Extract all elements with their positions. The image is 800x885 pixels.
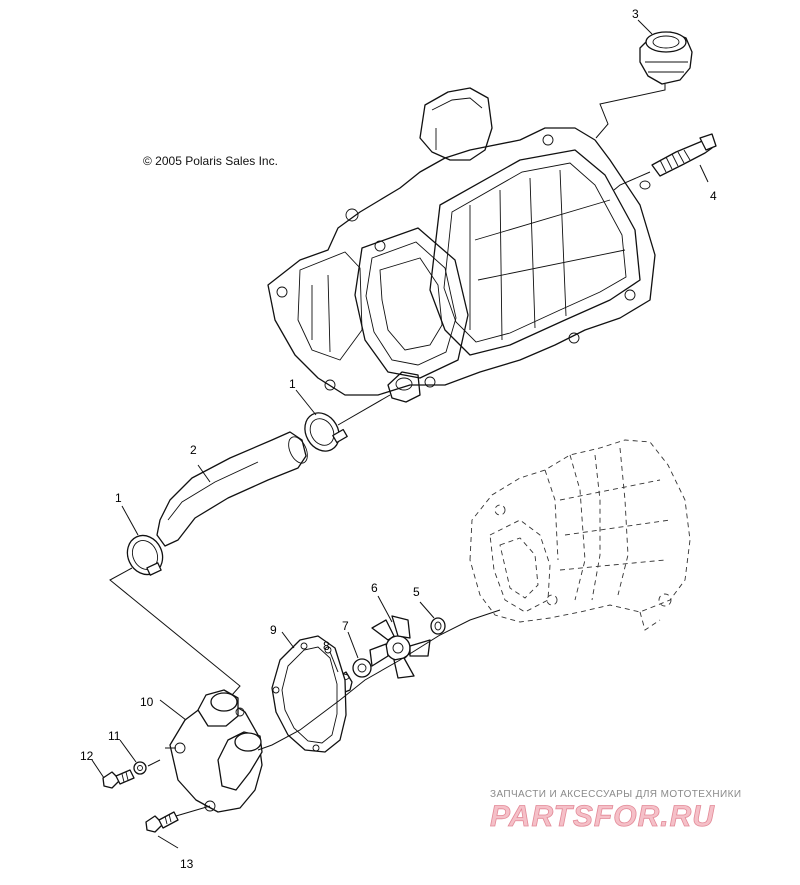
callout-7: 7 [342,619,349,633]
callout-8: 8 [323,639,330,653]
copyright-text: © 2005 Polaris Sales Inc. [143,154,278,168]
callout-2: 2 [190,443,197,457]
callout-10: 10 [140,695,154,709]
cylinder-head-drawing [267,87,656,403]
pump-housing-part [169,689,263,813]
impeller-nut-part [430,617,446,635]
callout-1-lower: 1 [115,491,122,505]
watermark-tagline: ЗАПЧАСТИ И АКСЕССУАРЫ ДЛЯ МОТОТЕХНИКИ [490,789,741,800]
thermostat-housing-part [639,31,693,85]
callout-4: 4 [710,189,717,203]
callout-leaders [91,19,709,849]
hose-clamp-upper-part [304,412,348,452]
callout-9: 9 [270,623,277,637]
temperature-sensor-part [651,133,717,177]
bolt-long-part [145,811,179,833]
bolt-short-part [102,769,135,789]
callout-5: 5 [413,585,420,599]
assembly-lines [109,84,666,817]
impeller-part [369,615,431,679]
crankcase-drawing [469,439,691,631]
washer-part [352,658,372,678]
hose-clamp-lower-part [126,534,164,576]
callout-13: 13 [180,857,194,871]
callout-1-upper: 1 [289,377,296,391]
callout-11: 11 [108,729,121,743]
callout-12: 12 [80,749,94,763]
callout-3: 3 [632,7,639,21]
coolant-hose-part [156,431,308,547]
callout-6: 6 [371,581,378,595]
cover-washer-part [133,761,147,775]
watermark-logo: PARTSFOR.RU [490,800,715,833]
pump-gasket-part [271,635,347,753]
